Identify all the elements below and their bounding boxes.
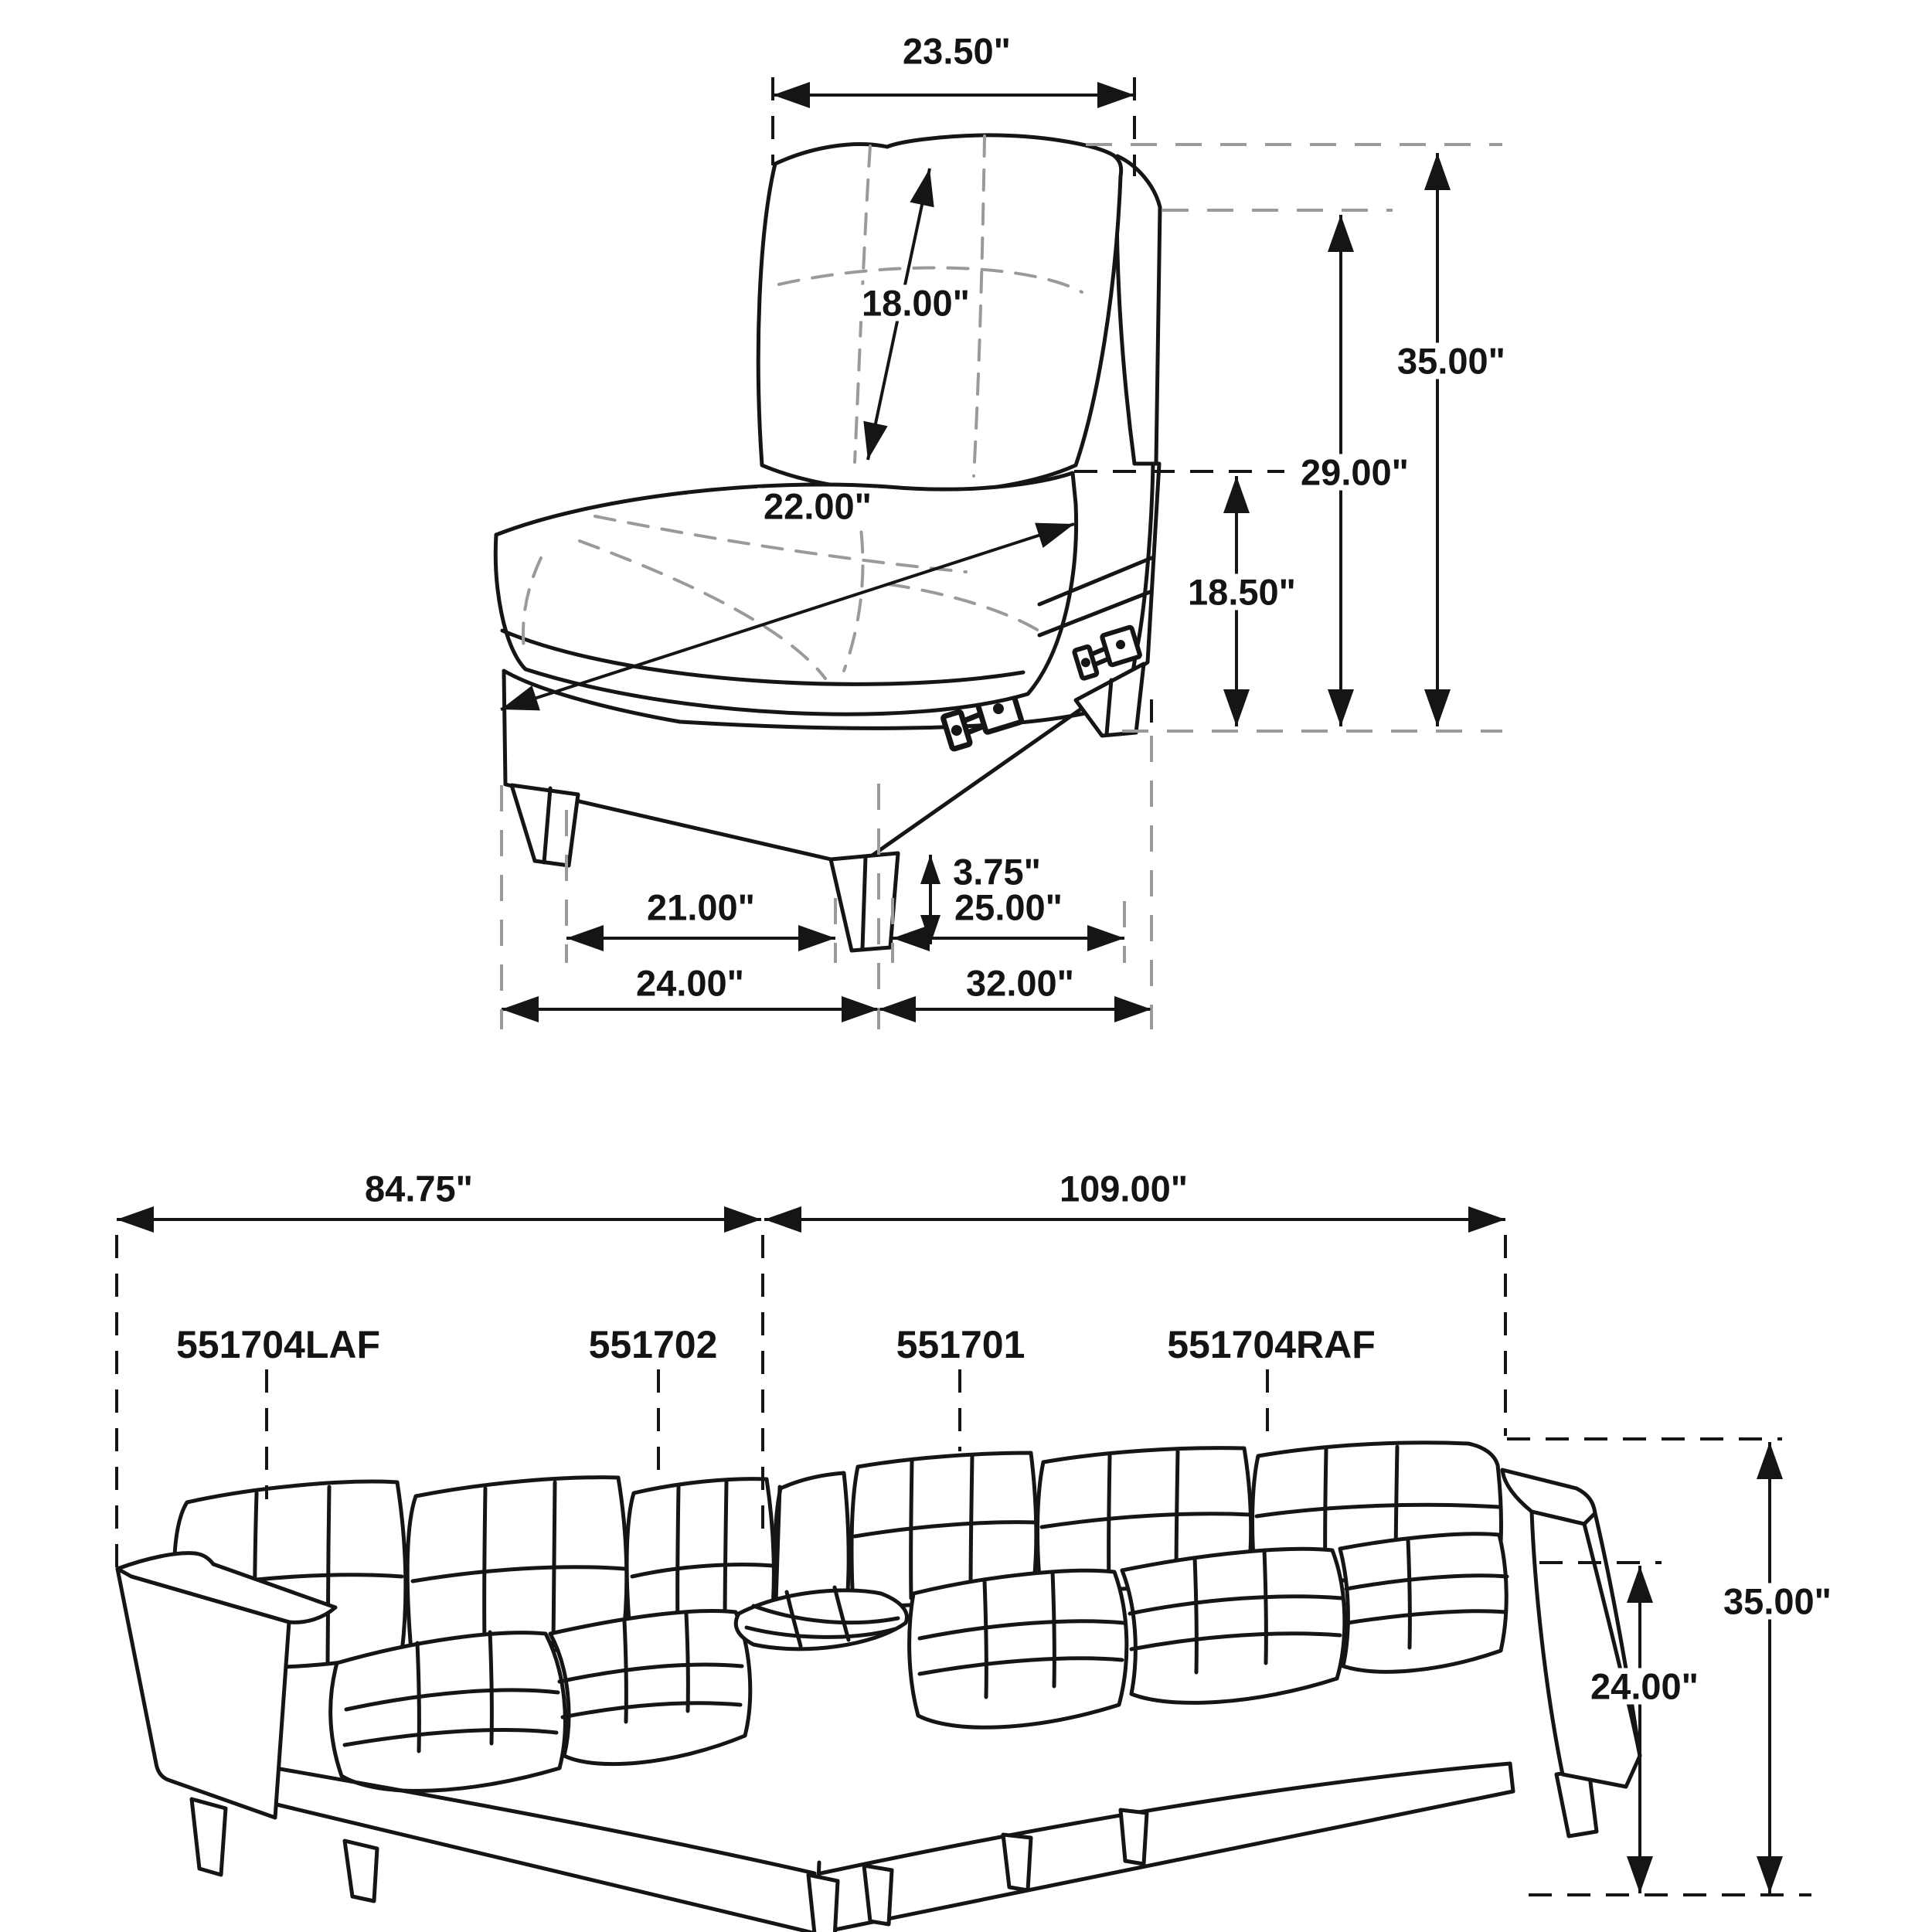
sofa-dim-right-length: 109.00" — [1053, 1170, 1195, 1207]
chair-dim-back-height: 29.00" — [1294, 454, 1415, 491]
chair-seat-cushion — [493, 471, 1078, 716]
sofa-back-cushion-4 — [849, 1451, 1039, 1608]
sofa-seat-cushion-4 — [1120, 1546, 1347, 1705]
chair-dim-overall-width: 24.00" — [630, 964, 750, 1002]
chair-arrowheads — [501, 82, 1451, 1022]
sofa-seat-cushion-2 — [548, 1608, 753, 1767]
sofa-dimension-lines — [115, 1206, 1811, 1896]
sofa-part-label-armless-left: 551702 — [582, 1325, 724, 1364]
sofa-seat-corner — [733, 1585, 909, 1651]
chair-dim-leg-height: 3.75" — [947, 853, 1047, 890]
chair-seat-tufting — [521, 497, 1040, 680]
sofa-seat-cushion-1 — [328, 1630, 567, 1793]
sofa-dim-left-length: 84.75" — [359, 1170, 479, 1207]
sofa-seat-cushion-3 — [907, 1568, 1129, 1730]
sofa-dim-seat-back-height: 24.00" — [1584, 1668, 1705, 1705]
sofa-part-label-laf: 551704LAF — [169, 1325, 387, 1364]
chair-dimension-lines — [500, 77, 1502, 1029]
chair-dim-overall-depth: 32.00" — [960, 964, 1080, 1002]
chair-base-rails — [1037, 556, 1154, 638]
sofa-right-arm — [1500, 1468, 1642, 1789]
chair-dim-overall-height: 35.00" — [1391, 342, 1512, 379]
chair-dim-seat-height: 18.50" — [1182, 573, 1302, 611]
sofa-left-arm — [115, 1551, 338, 1820]
chair-drawing — [493, 133, 1162, 953]
chair-dim-back-width: 23.50" — [896, 32, 1017, 70]
chair-back-panel — [1114, 154, 1162, 466]
sofa-legs — [189, 1767, 1599, 1932]
sofa-dim-overall-height: 35.00" — [1717, 1583, 1838, 1620]
chair-storage-base — [502, 461, 1162, 953]
sofa-drawing — [115, 1440, 1642, 1932]
sofa-seat-cushion-5 — [1338, 1532, 1509, 1674]
chair-dim-depth-inner: 25.00" — [948, 889, 1069, 926]
sofa-back-cushion-2 — [405, 1475, 629, 1656]
chair-dim-back-cushion: 18.00" — [855, 284, 976, 321]
chair-latch-upper — [1072, 624, 1142, 681]
sofa-arrowheads — [117, 1206, 1783, 1893]
sofa-part-label-raf: 551704RAF — [1161, 1325, 1382, 1364]
chair-leg-back-left — [509, 783, 580, 868]
sofa-part-label-armless-right: 551701 — [889, 1325, 1032, 1364]
chair-dim-seat-depth: 22.00" — [757, 488, 878, 525]
chair-dim-seat-width: 21.00" — [641, 889, 761, 926]
